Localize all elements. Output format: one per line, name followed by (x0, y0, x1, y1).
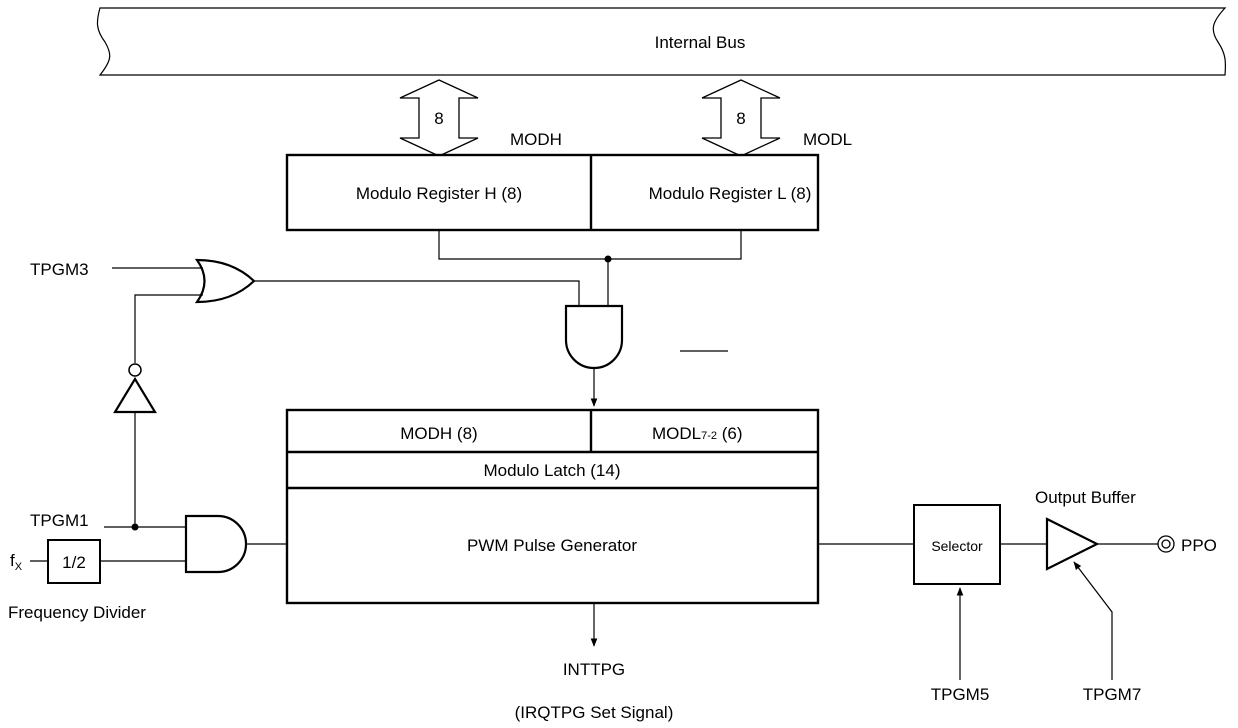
inverter (113, 363, 157, 414)
modh-tag: MODH (510, 130, 562, 149)
irqtpg-label: (IRQTPG Set Signal) (515, 703, 674, 722)
ppo-terminal (1157, 535, 1175, 553)
frequency-divider-label: Frequency Divider (8, 603, 146, 622)
modulo-registers: Modulo Register H (8) Modulo Register L … (285, 153, 820, 232)
output-buffer-label: Output Buffer (1035, 488, 1136, 507)
modulo-register-l: Modulo Register L (8) (649, 184, 812, 203)
frequency-divider: 1/2 (47, 539, 101, 584)
register-merge-wire (438, 230, 742, 260)
output-buffer (1045, 517, 1100, 571)
modulo-register-h: Modulo Register H (8) (356, 184, 522, 203)
inttpg-label: INTTPG (563, 660, 625, 679)
or-to-and-wire (254, 280, 580, 306)
selector-label: Selector (931, 538, 983, 554)
latch-modl: MODL7-2 (6) (652, 424, 743, 443)
ppo-label: PPO (1181, 536, 1217, 555)
modl-tag: MODL (803, 130, 852, 149)
internal-bus: Internal Bus (96, 7, 1227, 76)
bus-width-label-right: 8 (736, 109, 745, 128)
pwm-generator-label: PWM Pulse Generator (467, 536, 637, 555)
selector-block: Selector (913, 504, 1001, 585)
inverter-to-or-wire (134, 294, 203, 363)
divider-value: 1/2 (62, 553, 86, 572)
and-gate-lower (184, 514, 248, 574)
latch-modh: MODH (8) (400, 424, 477, 443)
tpgm7-arrow (1073, 561, 1113, 680)
tpgm1-junction (131, 523, 139, 531)
bus-arrow-right: 8 (701, 79, 781, 157)
and-gate-upper (564, 304, 624, 370)
or-gate (194, 258, 256, 304)
tpgm3-label: TPGM3 (30, 260, 89, 279)
tpgm5-label: TPGM5 (931, 685, 990, 704)
tpgm1-label: TPGM1 (30, 511, 89, 530)
modulo-latch-label: Modulo Latch (14) (483, 461, 620, 480)
bus-arrow-left: 8 (399, 79, 479, 157)
bus-width-label-left: 8 (434, 109, 443, 128)
pwm-block: MODH (8) MODL7-2 (6) Modulo Latch (14) P… (285, 408, 820, 605)
tpgm7-label: TPGM7 (1083, 685, 1142, 704)
fx-label: fX (10, 551, 23, 573)
internal-bus-label: Internal Bus (655, 33, 746, 52)
